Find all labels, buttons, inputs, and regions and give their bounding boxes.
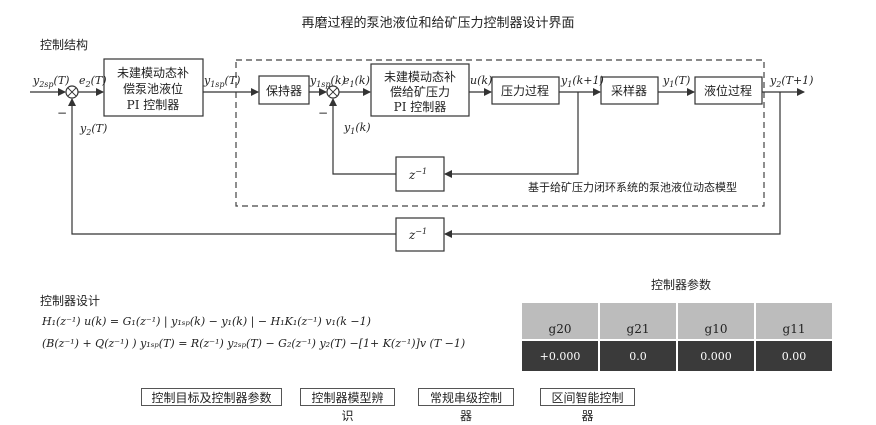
controller-params-label: 控制器参数: [651, 278, 712, 292]
signal-y2-T: y2(T): [79, 122, 107, 137]
interval-intelligent-controller-button[interactable]: 区间智能控制器: [540, 388, 635, 423]
signal-y1-k: y1(k): [343, 121, 371, 136]
page-title: 再磨过程的泵池液位和给矿压力控制器设计界面: [301, 16, 575, 31]
signal-y1sp-T: y1sp(T): [203, 74, 240, 89]
inner-minus-sign: −: [318, 106, 328, 120]
param-header-g21: g21: [600, 303, 676, 339]
outer-summing-junction: [65, 85, 79, 99]
param-value-g20[interactable]: +0.000: [522, 341, 598, 371]
level-process-block: [694, 76, 763, 105]
controller-design-label: 控制器设计: [40, 294, 101, 308]
param-value-g11[interactable]: 0.00: [756, 341, 832, 371]
signal-u: u(k): [470, 74, 492, 87]
pressure-process-label: 压力过程: [501, 83, 549, 98]
signal-y2sp: y2sp(T): [32, 74, 69, 89]
cascade-controller-button[interactable]: 常规串级控制器: [418, 388, 514, 423]
controller-params-table: g20 g21 g10 g11 +0.000 0.0 0.000 0.00: [520, 301, 834, 373]
outer-delay-label: z−1: [408, 227, 427, 242]
model-boundary-dashed: [235, 59, 765, 207]
outer-controller-line2: 偿泵池液位: [123, 81, 183, 96]
sampler-label: 采样器: [611, 83, 647, 98]
signal-e1: e1(k): [343, 74, 370, 89]
equation-2: (B(z⁻¹) + Q(z⁻¹) ) y₁ₛₚ(T) = R(z⁻¹) y₂ₛₚ…: [42, 337, 466, 350]
param-value-g21[interactable]: 0.0: [600, 341, 676, 371]
param-header-g11: g11: [756, 303, 832, 339]
holder-block: [258, 75, 310, 105]
signal-y1-k1: y1(k+1): [560, 74, 604, 89]
param-header-g20: g20: [522, 303, 598, 339]
sampler-block: [600, 76, 659, 105]
pressure-process-block: [491, 76, 560, 105]
level-process-label: 液位过程: [704, 83, 752, 98]
param-header-g10: g10: [678, 303, 754, 339]
signal-e2: e2(T): [79, 74, 107, 89]
inner-delay-label: z−1: [408, 167, 427, 182]
inner-controller-line3: PI 控制器: [394, 100, 447, 114]
model-identification-button[interactable]: 控制器模型辨识: [300, 388, 395, 423]
control-targets-button[interactable]: 控制目标及控制器参数: [141, 388, 282, 406]
control-structure-label: 控制结构: [40, 38, 89, 52]
outer-controller-line3: PI 控制器: [127, 98, 180, 112]
inner-controller-line2: 偿给矿压力: [390, 84, 450, 99]
outer-controller-block: [103, 58, 204, 117]
param-value-g10[interactable]: 0.000: [678, 341, 754, 371]
outer-minus-sign: −: [57, 106, 67, 120]
signal-y1-T: y1(T): [662, 74, 690, 89]
outer-controller-line1: 未建模动态补: [117, 66, 189, 80]
inner-controller-line1: 未建模动态补: [384, 70, 456, 84]
signal-y2-T1: y2(T+1): [769, 74, 813, 89]
model-boundary-label: 基于给矿压力闭环系统的泵池液位动态模型: [528, 180, 737, 194]
holder-label: 保持器: [266, 83, 302, 98]
signal-lines: [30, 88, 805, 238]
inner-controller-block: [370, 63, 470, 117]
signal-y1sp-k: y1sp(k): [309, 74, 346, 89]
equation-1: H₁(z⁻¹) u(k) = G₁(z⁻¹) | y₁ₛₚ(k) − y₁(k)…: [42, 315, 371, 328]
